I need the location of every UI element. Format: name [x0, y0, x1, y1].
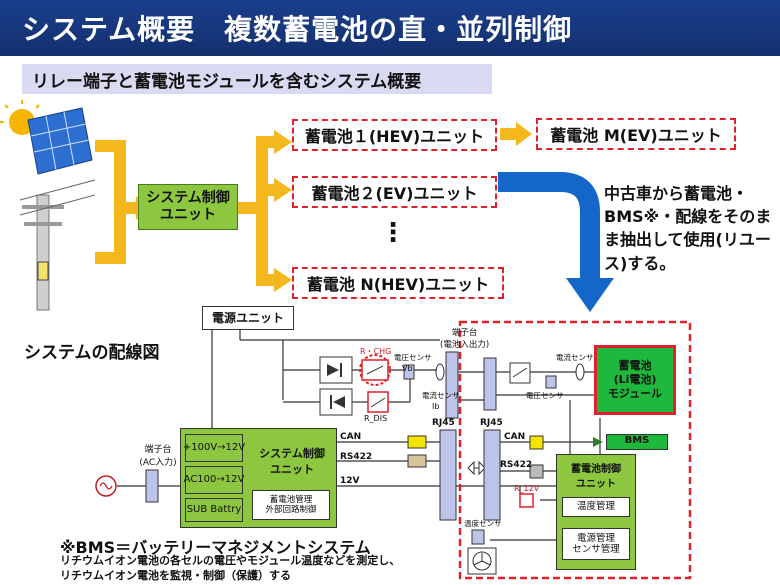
current-sensor-label: 電流センサ	[422, 391, 460, 400]
battery-unit-n: 蓄電池 N(HEV)ユニット	[292, 267, 504, 299]
relay-chg-label: R・CHG	[360, 347, 392, 356]
ellipsis: ⋮	[380, 218, 406, 248]
footer-line1: ※BMS＝バッテリーマネジメントシステム	[60, 538, 371, 557]
rj45-right-label: RJ45	[480, 418, 503, 428]
temp-sensor-label: 温度センサ	[464, 519, 502, 528]
voltage-sensor2-label: 電圧センサ	[526, 391, 564, 400]
reuse-note: 中古車から蓄電池・BMS※・配線をそのまま抽出して使用(リユース)する。	[604, 184, 772, 273]
voltage-sensor-label: 電圧センサ	[394, 353, 432, 362]
bms-box: BMS	[606, 434, 668, 450]
footer-line3: リチウムイオン電池を監視・制御（保護）する	[60, 569, 291, 582]
solar-panel-icon	[0, 100, 93, 175]
psu-item-1: +100V→12V	[183, 434, 245, 462]
relay-dis-label: R_DIS	[364, 414, 388, 423]
page-title: システム概要 複数蓄電池の直・並列制御	[0, 0, 780, 56]
rs422-label: RS422	[340, 452, 373, 462]
system-control-unit: システム制御 ユニット	[138, 184, 238, 230]
psu-item-2: AC100→12V	[184, 466, 244, 494]
vb-label: Vb	[402, 364, 413, 373]
power-mgmt-box: 電源管理 センサ管理	[562, 528, 630, 560]
diode-icon-bottom	[319, 388, 353, 416]
external-control-box: 蓄電池管理 外部回路制御	[252, 490, 330, 520]
v12-label: 12V	[340, 476, 360, 486]
power-unit: 電源ユニット	[202, 306, 294, 330]
current-sensor2-label: 電流センサ	[556, 353, 594, 362]
reuse-arrow	[498, 172, 614, 312]
footer-line2: リチウムイオン電池の各セルの電圧やモジュール温度などを測定し、	[60, 554, 401, 567]
rs422-2-label: RS422	[500, 460, 533, 470]
wiring-title: システムの配線図	[24, 343, 160, 363]
can2-label: CAN	[504, 432, 526, 442]
battery-control-label: 蓄電池制御 ユニット	[571, 464, 621, 490]
subtitle: リレー端子と蓄電池モジュールを含むシステム概要	[22, 64, 492, 94]
terminal-io-label: 端子台 (電池入出力)	[440, 328, 490, 350]
rj45-left-label: RJ45	[432, 418, 455, 428]
terminal-ac-label: 端子台 (AC入力)	[139, 445, 177, 468]
diode-icon-top	[319, 356, 353, 384]
ib-label: Ib	[432, 402, 440, 411]
battery-unit-2: 蓄電池２(EV)ユニット	[292, 176, 497, 208]
temp-mgmt-box: 温度管理	[562, 497, 630, 517]
battery-unit-1: 蓄電池１(HEV)ユニット	[292, 119, 497, 151]
r12v-label: R_12V	[514, 484, 540, 493]
rj45-left-block	[439, 429, 457, 521]
rj45-right-block	[483, 429, 501, 521]
battery-unit-m: 蓄電池 M(EV)ユニット	[536, 118, 736, 150]
psu-item-3: SUB Battry	[185, 498, 243, 522]
can-label: CAN	[340, 432, 362, 442]
utility-pole-icon	[19, 179, 96, 311]
li-battery-module: 蓄電池 (Li電池) モジュール	[594, 345, 676, 415]
system-control-label: システム制御 ユニット	[259, 447, 325, 476]
